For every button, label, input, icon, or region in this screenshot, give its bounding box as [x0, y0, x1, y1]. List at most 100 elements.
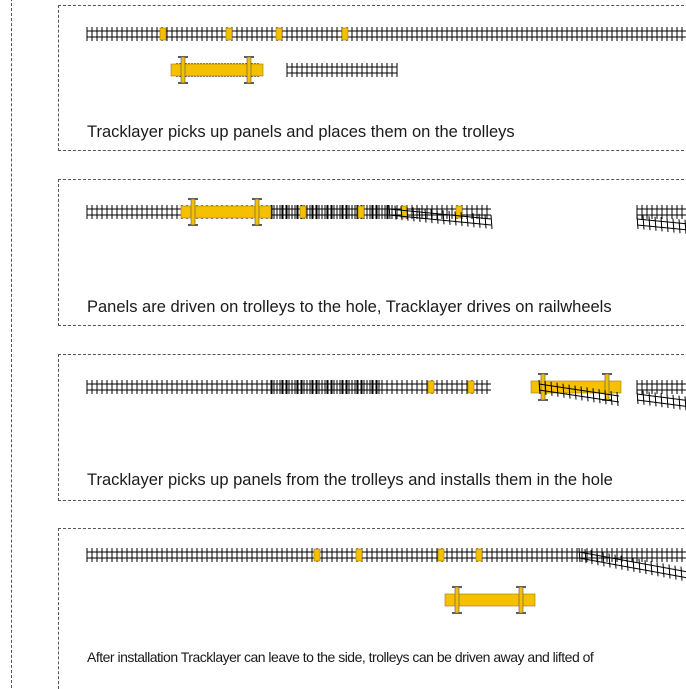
tie	[648, 391, 651, 406]
turnout-branch	[578, 547, 686, 581]
tie	[636, 389, 639, 405]
step-4-diagram	[86, 547, 686, 614]
tie	[648, 216, 651, 231]
tie	[620, 555, 623, 570]
step-1-diagram	[86, 27, 686, 84]
rail	[578, 557, 686, 579]
tie	[636, 214, 639, 230]
tie	[412, 207, 415, 222]
tie	[490, 214, 493, 230]
tie	[596, 551, 599, 566]
tie	[460, 212, 463, 227]
tie	[680, 566, 683, 581]
tie	[654, 216, 657, 231]
tie	[562, 383, 565, 398]
rail	[636, 393, 686, 401]
trolley-marker	[313, 548, 321, 562]
trolley-marker	[341, 27, 349, 41]
trolley-marker	[299, 205, 307, 219]
tie	[614, 554, 617, 569]
tie	[602, 552, 605, 567]
tie	[666, 393, 669, 409]
tie	[388, 204, 391, 220]
trolley-marker	[437, 548, 445, 562]
tie	[580, 386, 583, 401]
tie	[662, 563, 665, 578]
tie	[586, 387, 589, 402]
laid-panel	[270, 205, 389, 219]
tie	[604, 390, 607, 405]
tie	[644, 560, 647, 575]
step-3-caption: Tracklayer picks up panels from the trol…	[87, 471, 613, 489]
tie	[550, 381, 553, 396]
tie	[660, 393, 663, 408]
tie	[608, 553, 611, 568]
step-3-diagram	[86, 373, 686, 411]
far-track	[636, 205, 686, 219]
step-panel-2: Panels are driven on trolleys to the hol…	[58, 179, 686, 326]
wheel-leg	[190, 198, 196, 226]
tie	[656, 562, 659, 577]
rail	[388, 214, 492, 226]
step-2-caption: Panels are driven on trolleys to the hol…	[87, 298, 612, 316]
trolley-marker	[475, 548, 483, 562]
wheel-leg	[180, 56, 186, 84]
wheel-leg	[454, 586, 460, 614]
tie	[478, 213, 481, 228]
tie	[668, 564, 671, 579]
tie	[430, 209, 433, 224]
step-panel-4: After installation Tracklayer can leave …	[58, 528, 686, 689]
trolley-marker	[357, 205, 365, 219]
machine-body	[180, 205, 272, 219]
tie	[454, 211, 457, 226]
tie	[418, 207, 421, 222]
tie	[678, 395, 681, 410]
tie	[472, 213, 475, 228]
carried-branch	[538, 379, 620, 407]
wheel-leg	[246, 56, 252, 84]
tie	[584, 549, 587, 564]
far-branch	[636, 389, 686, 411]
tie	[484, 214, 487, 229]
wheel-leg	[254, 198, 260, 226]
tie	[394, 205, 397, 220]
tie	[436, 209, 439, 224]
tie	[544, 380, 547, 395]
tie	[406, 206, 409, 221]
outer-frame	[11, 0, 686, 688]
trolley-marker	[455, 205, 463, 219]
tie	[578, 547, 581, 563]
trolley-marker	[159, 27, 167, 41]
tie	[638, 558, 641, 574]
machine-body	[170, 63, 264, 77]
tie	[400, 206, 403, 221]
tie	[442, 210, 445, 225]
tie	[598, 389, 601, 404]
tie	[466, 212, 469, 227]
trolley-marker	[427, 380, 435, 394]
trolley-marker	[467, 380, 475, 394]
tie	[678, 219, 681, 234]
step-1-caption: Tracklayer picks up panels and places th…	[87, 123, 515, 141]
far-branch	[636, 214, 686, 234]
tie	[672, 218, 675, 233]
trolley-marker	[355, 548, 363, 562]
track-panel	[286, 63, 398, 77]
tie	[660, 217, 663, 232]
trolley-marker	[225, 27, 233, 41]
step-2-diagram	[86, 198, 686, 234]
tie	[590, 550, 593, 565]
tie	[672, 394, 675, 409]
tie	[616, 391, 619, 407]
tie	[642, 390, 645, 405]
wheel-leg	[540, 373, 546, 401]
tie	[666, 217, 669, 233]
step-4-caption: After installation Tracklayer can leave …	[87, 649, 594, 665]
tie	[592, 388, 595, 403]
rail	[388, 208, 492, 220]
tie	[632, 557, 635, 572]
machine-body	[444, 593, 536, 607]
tie	[674, 565, 677, 580]
turnout-branch	[388, 204, 493, 230]
far-track	[636, 380, 686, 394]
